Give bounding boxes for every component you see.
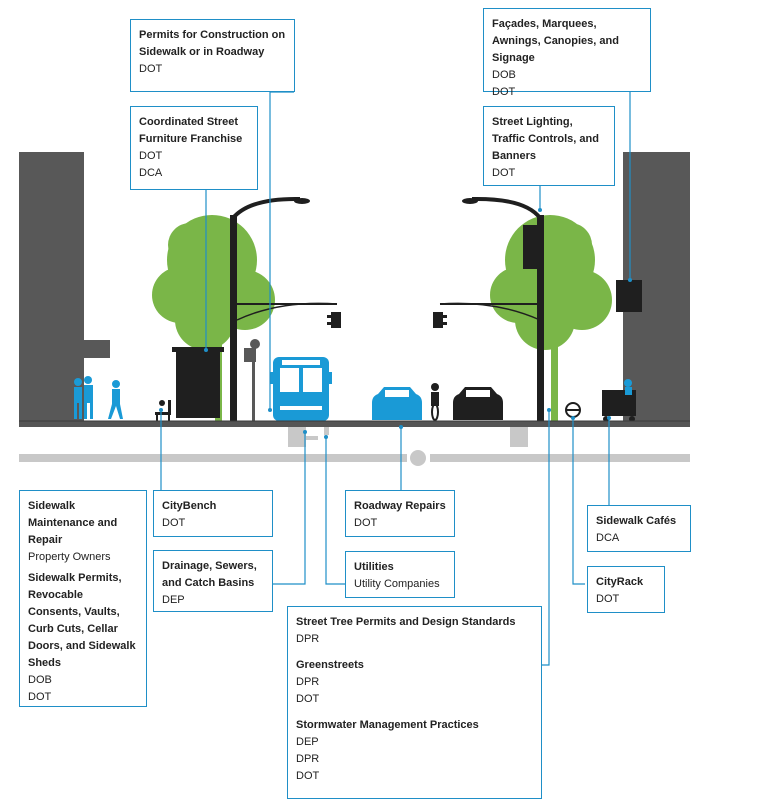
- callout-title: Street Lighting, Traffic Controls, and B…: [492, 116, 599, 162]
- callout-section: Stormwater Management Practices DEP DPR …: [296, 717, 533, 785]
- callout-agency: DOT: [296, 770, 320, 782]
- pedestrian-signal-icon: [244, 339, 260, 422]
- callout-agency: DOB: [28, 674, 52, 686]
- callout-section: Sidewalk Maintenance and Repair Property…: [28, 498, 138, 566]
- callout-agency: DOT: [296, 693, 320, 705]
- callout-title: Street Tree Permits and Design Standards: [296, 616, 516, 628]
- street-light-right-icon: [439, 196, 544, 422]
- callout-title: Permits for Construction on Sidewalk or …: [139, 29, 286, 58]
- pedestrian-icon: [74, 376, 123, 419]
- callout-agency: DOB: [492, 69, 516, 81]
- callout-title: CityRack: [596, 576, 644, 588]
- callout-agency: DOT: [596, 593, 620, 605]
- traffic-signal-right-icon: [433, 312, 447, 328]
- bike-rack-icon: [565, 402, 581, 418]
- callout-agency: DOT: [28, 691, 52, 703]
- callout-permits-construction: Permits for Construction on Sidewalk or …: [130, 19, 295, 92]
- building-right-icon: [616, 152, 690, 422]
- cafe-icon: [602, 379, 636, 422]
- callout-agency: DOT: [139, 63, 163, 75]
- callout-street-lighting: Street Lighting, Traffic Controls, and B…: [483, 106, 615, 186]
- callout-agency: DOT: [492, 167, 516, 179]
- callout-leader-dots: [159, 208, 632, 439]
- callout-agency: DPR: [296, 676, 320, 688]
- callout-agency: DOT: [139, 150, 163, 162]
- callout-title: Stormwater Management Practices: [296, 719, 479, 731]
- callout-cityrack: CityRack DOT: [587, 566, 665, 613]
- bus-icon: [270, 357, 332, 421]
- callout-title: Utilities: [354, 561, 394, 573]
- callout-agency: DCA: [596, 532, 620, 544]
- callout-section: Sidewalk Permits, Revocable Consents, Va…: [28, 570, 138, 706]
- callout-citybench: CityBench DOT: [153, 490, 273, 537]
- callout-title: Sidewalk Permits, Revocable Consents, Va…: [28, 572, 136, 669]
- callout-agency: DPR: [296, 753, 320, 765]
- callout-section: Greenstreets DPR DOT: [296, 657, 533, 708]
- callout-title: Coordinated Street Furniture Franchise: [139, 116, 243, 145]
- street-light-left-icon: [230, 196, 338, 422]
- callout-street-tree: Street Tree Permits and Design Standards…: [287, 606, 542, 799]
- callout-agency: DOT: [162, 517, 186, 529]
- callout-title: Roadway Repairs: [354, 500, 446, 512]
- callout-title: Sidewalk Cafés: [596, 515, 677, 527]
- callout-agency: DEP: [162, 594, 185, 606]
- bench-icon: [155, 400, 171, 421]
- callout-agency: Utility Companies: [354, 578, 440, 590]
- sewer-pipe-icon: [19, 450, 690, 466]
- callout-agency: DOT: [492, 86, 516, 98]
- callout-section: Street Tree Permits and Design Standards…: [296, 614, 533, 648]
- roadway-surface: [19, 421, 690, 427]
- callout-sidewalk-cafes: Sidewalk Cafés DCA: [587, 505, 691, 552]
- tree-right-icon: [490, 215, 612, 422]
- callout-title: CityBench: [162, 500, 217, 512]
- car-icon: [372, 387, 422, 420]
- callout-agency: DOT: [354, 517, 378, 529]
- catch-basin-icon: [288, 427, 528, 447]
- callout-agency: DEP: [296, 736, 319, 748]
- callout-drainage: Drainage, Sewers, and Catch Basins DEP: [153, 550, 273, 612]
- cyclist-icon: [431, 383, 439, 421]
- callout-agency: Property Owners: [28, 551, 111, 563]
- callout-leaders: [160, 91, 631, 666]
- traffic-signal-left-icon: [327, 312, 341, 328]
- callout-agency: DPR: [296, 633, 320, 645]
- callout-title: Sidewalk Maintenance and Repair: [28, 500, 118, 546]
- callout-roadway-repairs: Roadway Repairs DOT: [345, 490, 455, 537]
- callout-title: Façades, Marquees, Awnings, Canopies, an…: [492, 18, 619, 64]
- callout-title: Drainage, Sewers, and Catch Basins: [162, 560, 257, 589]
- callout-agency: DCA: [139, 167, 163, 179]
- callout-utilities: Utilities Utility Companies: [345, 551, 455, 598]
- callout-facades: Façades, Marquees, Awnings, Canopies, an…: [483, 8, 651, 98]
- newsstand-icon: [172, 347, 224, 418]
- manhole-icon: [324, 427, 329, 435]
- building-icon: [19, 152, 110, 422]
- callout-sidewalk: Sidewalk Maintenance and Repair Property…: [19, 490, 147, 707]
- callout-title: Greenstreets: [296, 659, 364, 671]
- callout-street-furniture: Coordinated Street Furniture Franchise D…: [130, 106, 258, 190]
- car-dark-icon: [453, 387, 503, 420]
